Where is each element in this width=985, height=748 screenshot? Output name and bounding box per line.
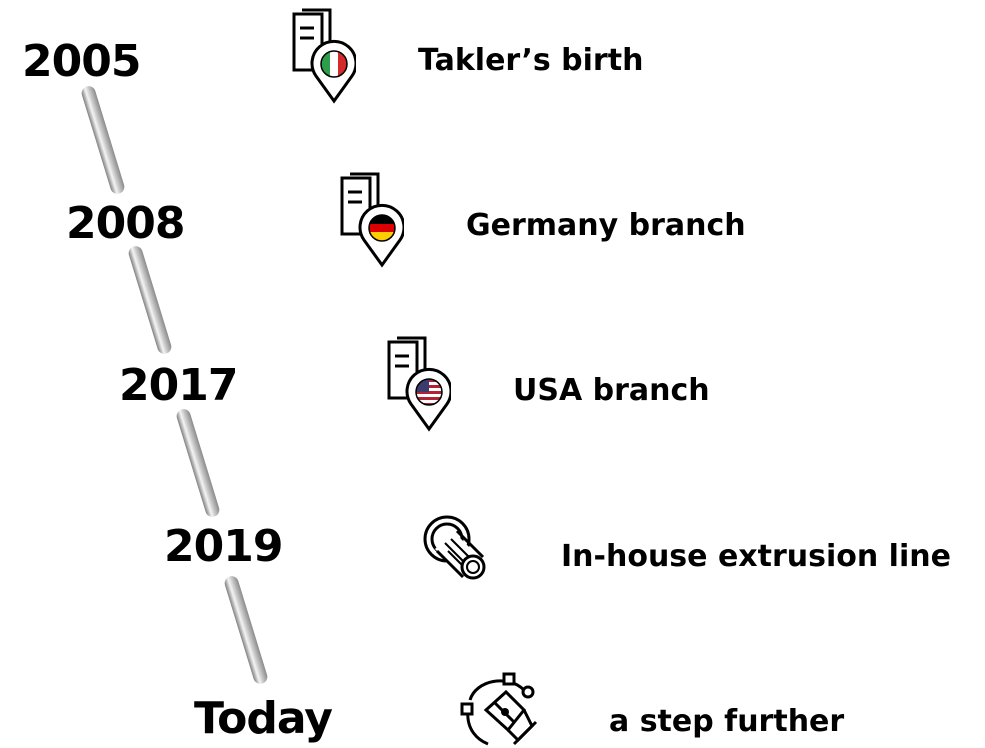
milestone-label-step-further: a step further xyxy=(609,704,845,739)
milestone-year-2008: 2008 xyxy=(66,198,185,249)
milestone-label-usa-branch: USA branch xyxy=(513,373,710,408)
milestone-year-today: Today xyxy=(194,693,333,744)
connector-1 xyxy=(81,86,125,194)
pen-tool-vector-icon xyxy=(460,672,538,746)
connector-2 xyxy=(128,246,172,354)
milestone-year-2005: 2005 xyxy=(22,36,141,87)
document-location-pin-germany-flag-icon xyxy=(340,172,404,268)
milestone-year-2017: 2017 xyxy=(119,360,238,411)
milestone-label-takler-birth: Takler’s birth xyxy=(418,43,644,78)
connector-4 xyxy=(224,576,268,684)
milestone-label-extrusion-line: In-house extrusion line xyxy=(561,539,951,574)
milestone-label-germany-branch: Germany branch xyxy=(466,208,746,243)
document-location-pin-usa-flag-icon xyxy=(387,336,451,432)
extrusion-cable-icon xyxy=(423,515,486,580)
document-location-pin-italy-flag-icon xyxy=(292,8,356,104)
milestone-year-2019: 2019 xyxy=(164,521,283,572)
connector-3 xyxy=(176,409,220,517)
